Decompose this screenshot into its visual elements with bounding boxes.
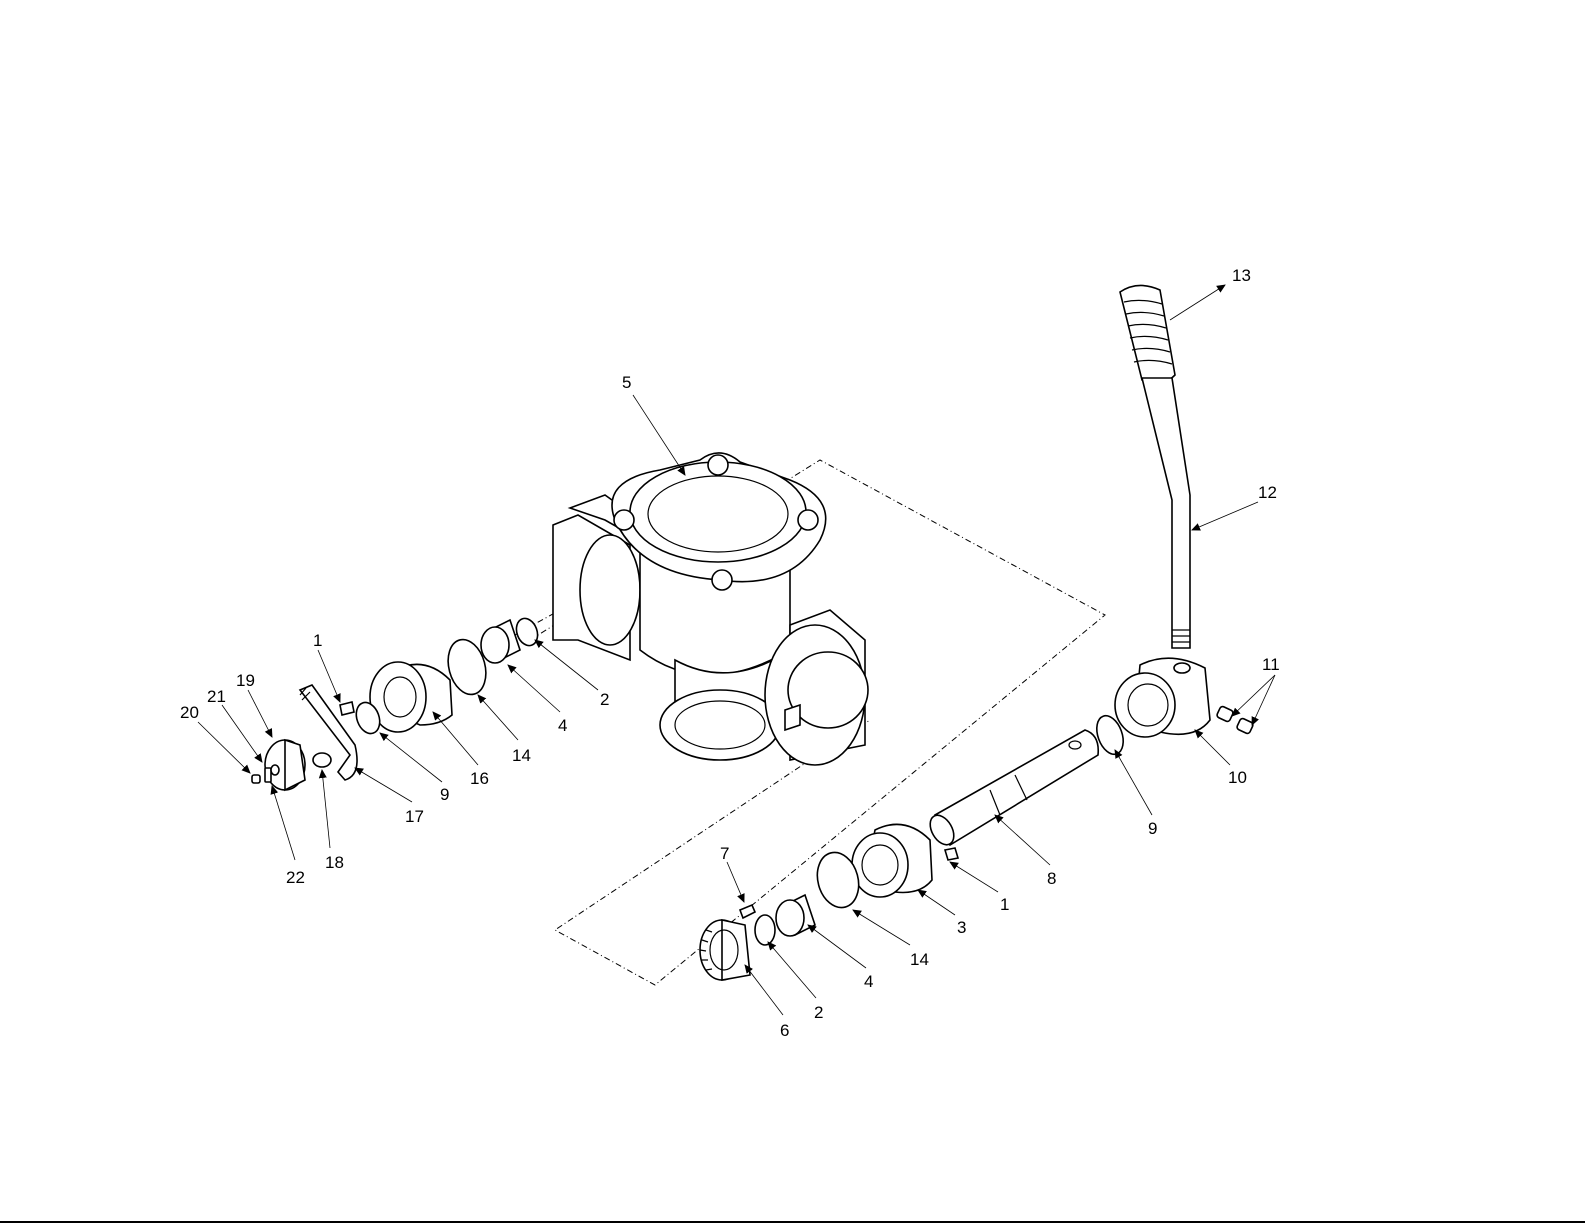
screw-right-part: [945, 848, 958, 860]
callout-6: 6: [780, 1021, 789, 1040]
valve-body-part: [553, 453, 868, 765]
callout-13: 13: [1232, 266, 1251, 285]
callout-11: 11: [1262, 655, 1280, 674]
lever-rod-part: [1142, 378, 1190, 648]
key-part: [740, 905, 755, 918]
bushing-right-part: [776, 895, 815, 936]
callout-1-right: 1: [1000, 895, 1009, 914]
callout-17: 17: [405, 807, 424, 826]
callout-9-left: 9: [440, 785, 449, 804]
handle-grip-part: [1120, 285, 1175, 384]
callout-3: 3: [957, 918, 966, 937]
callout-14-left: 14: [512, 746, 531, 765]
callout-10: 10: [1228, 768, 1247, 787]
set-screws-part: [1216, 706, 1254, 735]
callout-2-left: 2: [600, 690, 609, 709]
bearing-housing-left-part: [370, 662, 452, 732]
callout-9-right: 9: [1148, 819, 1157, 838]
shaft-part: [925, 730, 1098, 849]
screw-left-part: [340, 702, 354, 715]
callout-8: 8: [1047, 869, 1056, 888]
snap-ring-right-part: [755, 915, 775, 945]
callout-21: 21: [207, 687, 226, 706]
callout-20: 20: [180, 703, 199, 722]
callout-4-left: 4: [558, 716, 567, 735]
callout-2-right: 2: [814, 1003, 823, 1022]
bottom-border-line: [0, 1221, 1585, 1223]
bushing-left-part: [481, 620, 520, 663]
callout-22: 22: [286, 868, 305, 887]
screw-18-part: [313, 753, 331, 767]
callout-5: 5: [622, 373, 631, 392]
callout-1-left: 1: [313, 631, 322, 650]
callout-19: 19: [236, 671, 255, 690]
lever-hub-part: [1115, 658, 1210, 737]
callout-7: 7: [720, 844, 729, 863]
callout-14-right: 14: [910, 950, 929, 969]
callout-4-right: 4: [864, 972, 873, 991]
callout-12: 12: [1258, 483, 1277, 502]
bearing-housing-part: [852, 824, 932, 897]
callout-16: 16: [470, 769, 489, 788]
callout-18: 18: [325, 853, 344, 872]
gear-part: [700, 920, 750, 980]
